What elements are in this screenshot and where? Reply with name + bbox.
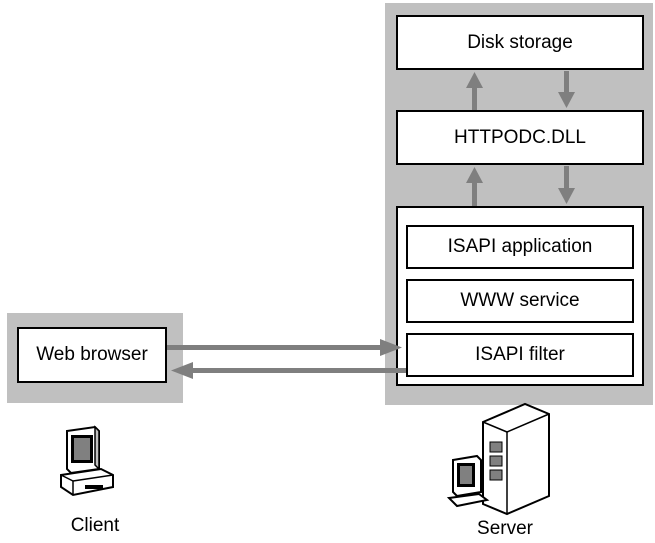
arrow-up-to-disk [466, 72, 483, 110]
computer-icon [60, 425, 114, 497]
isapi-filter-box: ISAPI filter [406, 333, 634, 377]
arrow-down-to-isapi [558, 166, 575, 204]
isapi-application-box: ISAPI application [406, 225, 634, 269]
arrow-right-to-server [167, 339, 402, 356]
disk-storage-box: Disk storage [396, 15, 644, 70]
server-caption: Server [477, 518, 533, 539]
arrow-down-to-httpodc [558, 71, 575, 108]
server-tower-icon [446, 402, 550, 516]
www-service-label: WWW service [460, 290, 580, 311]
httpodc-label: HTTPODC.DLL [454, 126, 586, 148]
disk-storage-label: Disk storage [467, 31, 573, 53]
www-service-box: WWW service [406, 279, 634, 323]
arrow-left-to-client [171, 362, 406, 379]
web-browser-label: Web browser [36, 344, 148, 365]
httpodc-box: HTTPODC.DLL [396, 110, 644, 165]
client-caption: Client [70, 515, 120, 536]
isapi-application-label: ISAPI application [447, 236, 593, 257]
arrow-up-to-httpodc [466, 167, 483, 206]
web-browser-box: Web browser [17, 327, 167, 383]
isapi-filter-label: ISAPI filter [475, 344, 565, 365]
